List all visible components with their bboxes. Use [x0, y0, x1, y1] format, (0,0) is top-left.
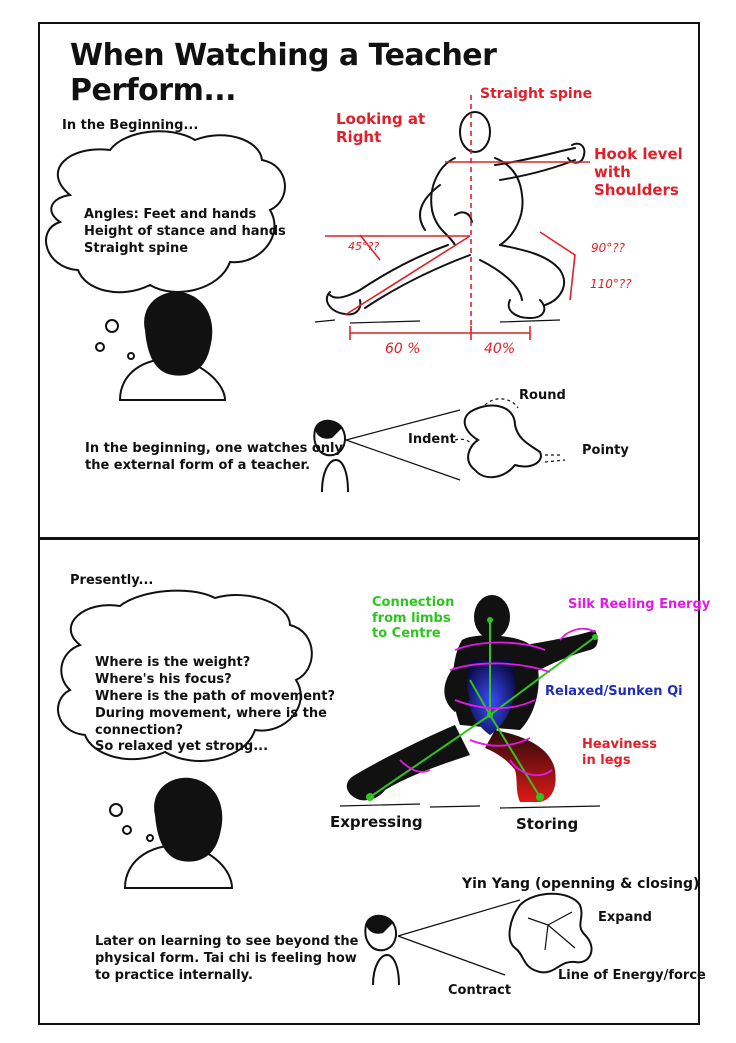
thought-line: connection?: [95, 722, 184, 738]
label-line: in legs: [582, 752, 631, 768]
caption-line: In the beginning, one watches only: [85, 441, 343, 456]
thought-line: Height of stance and hands: [84, 223, 286, 239]
label-angle-45: 45°??: [348, 240, 380, 253]
caption-bottom: Later on learning to see beyond the phys…: [95, 934, 358, 985]
caption-line: Later on learning to see beyond the: [95, 934, 359, 949]
label-angle-90: 90°??: [591, 241, 626, 255]
label-line: to Centre: [372, 626, 441, 642]
label-60-percent: 60 %: [385, 341, 421, 357]
label-line: Heaviness: [582, 737, 657, 752]
label-connection: Connection from limbs to Centre: [372, 595, 454, 642]
label-line: Right: [336, 128, 382, 146]
thought-text-bottom: Where is the weight? Where's his focus? …: [95, 655, 335, 756]
thought-line: So relaxed yet strong...: [95, 739, 269, 755]
label-looking-at: Looking at Right: [336, 110, 425, 146]
label-line-of-energy: Line of Energy/force: [558, 968, 706, 983]
caption-line: to practice internally.: [95, 967, 253, 983]
thought-line: Angles: Feet and hands: [84, 207, 257, 222]
thought-text-top: Angles: Feet and hands Height of stance …: [84, 207, 286, 258]
top-heading: In the Beginning...: [62, 118, 199, 133]
label-round: Round: [519, 388, 566, 403]
label-line: Looking at: [336, 110, 426, 128]
page-title: When Watching a Teacher Perform...: [70, 38, 497, 108]
label-straight-spine: Straight spine: [480, 86, 593, 102]
label-line: Hook level: [594, 145, 683, 163]
thought-line: Where's his focus?: [95, 671, 232, 687]
label-40-percent: 40%: [484, 341, 516, 357]
label-storing: Storing: [516, 815, 579, 833]
thought-line: Straight spine: [84, 240, 189, 256]
caption-top: In the beginning, one watches only the e…: [85, 441, 343, 475]
label-expressing: Expressing: [330, 813, 423, 831]
label-indent: Indent: [408, 432, 456, 447]
label-line: Shoulders: [594, 181, 679, 199]
label-line: from limbs: [372, 610, 451, 626]
label-hook-level: Hook level with Shoulders: [594, 145, 683, 199]
label-contract: Contract: [448, 983, 512, 998]
thought-line: Where is the path of movement?: [95, 688, 336, 704]
caption-line: the external form of a teacher.: [85, 457, 311, 473]
thought-line: During movement, where is the: [95, 705, 327, 721]
bottom-heading: Presently...: [70, 573, 154, 588]
label-heaviness: Heaviness in legs: [582, 737, 657, 768]
label-line: Connection: [372, 595, 455, 610]
label-silk-reeling: Silk Reeling Energy: [568, 597, 711, 612]
label-pointy: Pointy: [582, 443, 629, 458]
label-yin-yang: Yin Yang (openning & closing): [462, 876, 700, 892]
label-relaxed-qi: Relaxed/Sunken Qi: [545, 684, 683, 699]
thought-line: Where is the weight?: [95, 655, 251, 670]
label-expand: Expand: [598, 910, 652, 925]
label-line: with: [594, 163, 631, 181]
label-angle-110: 110°??: [590, 277, 632, 291]
caption-line: physical form. Tai chi is feeling how: [95, 950, 357, 966]
